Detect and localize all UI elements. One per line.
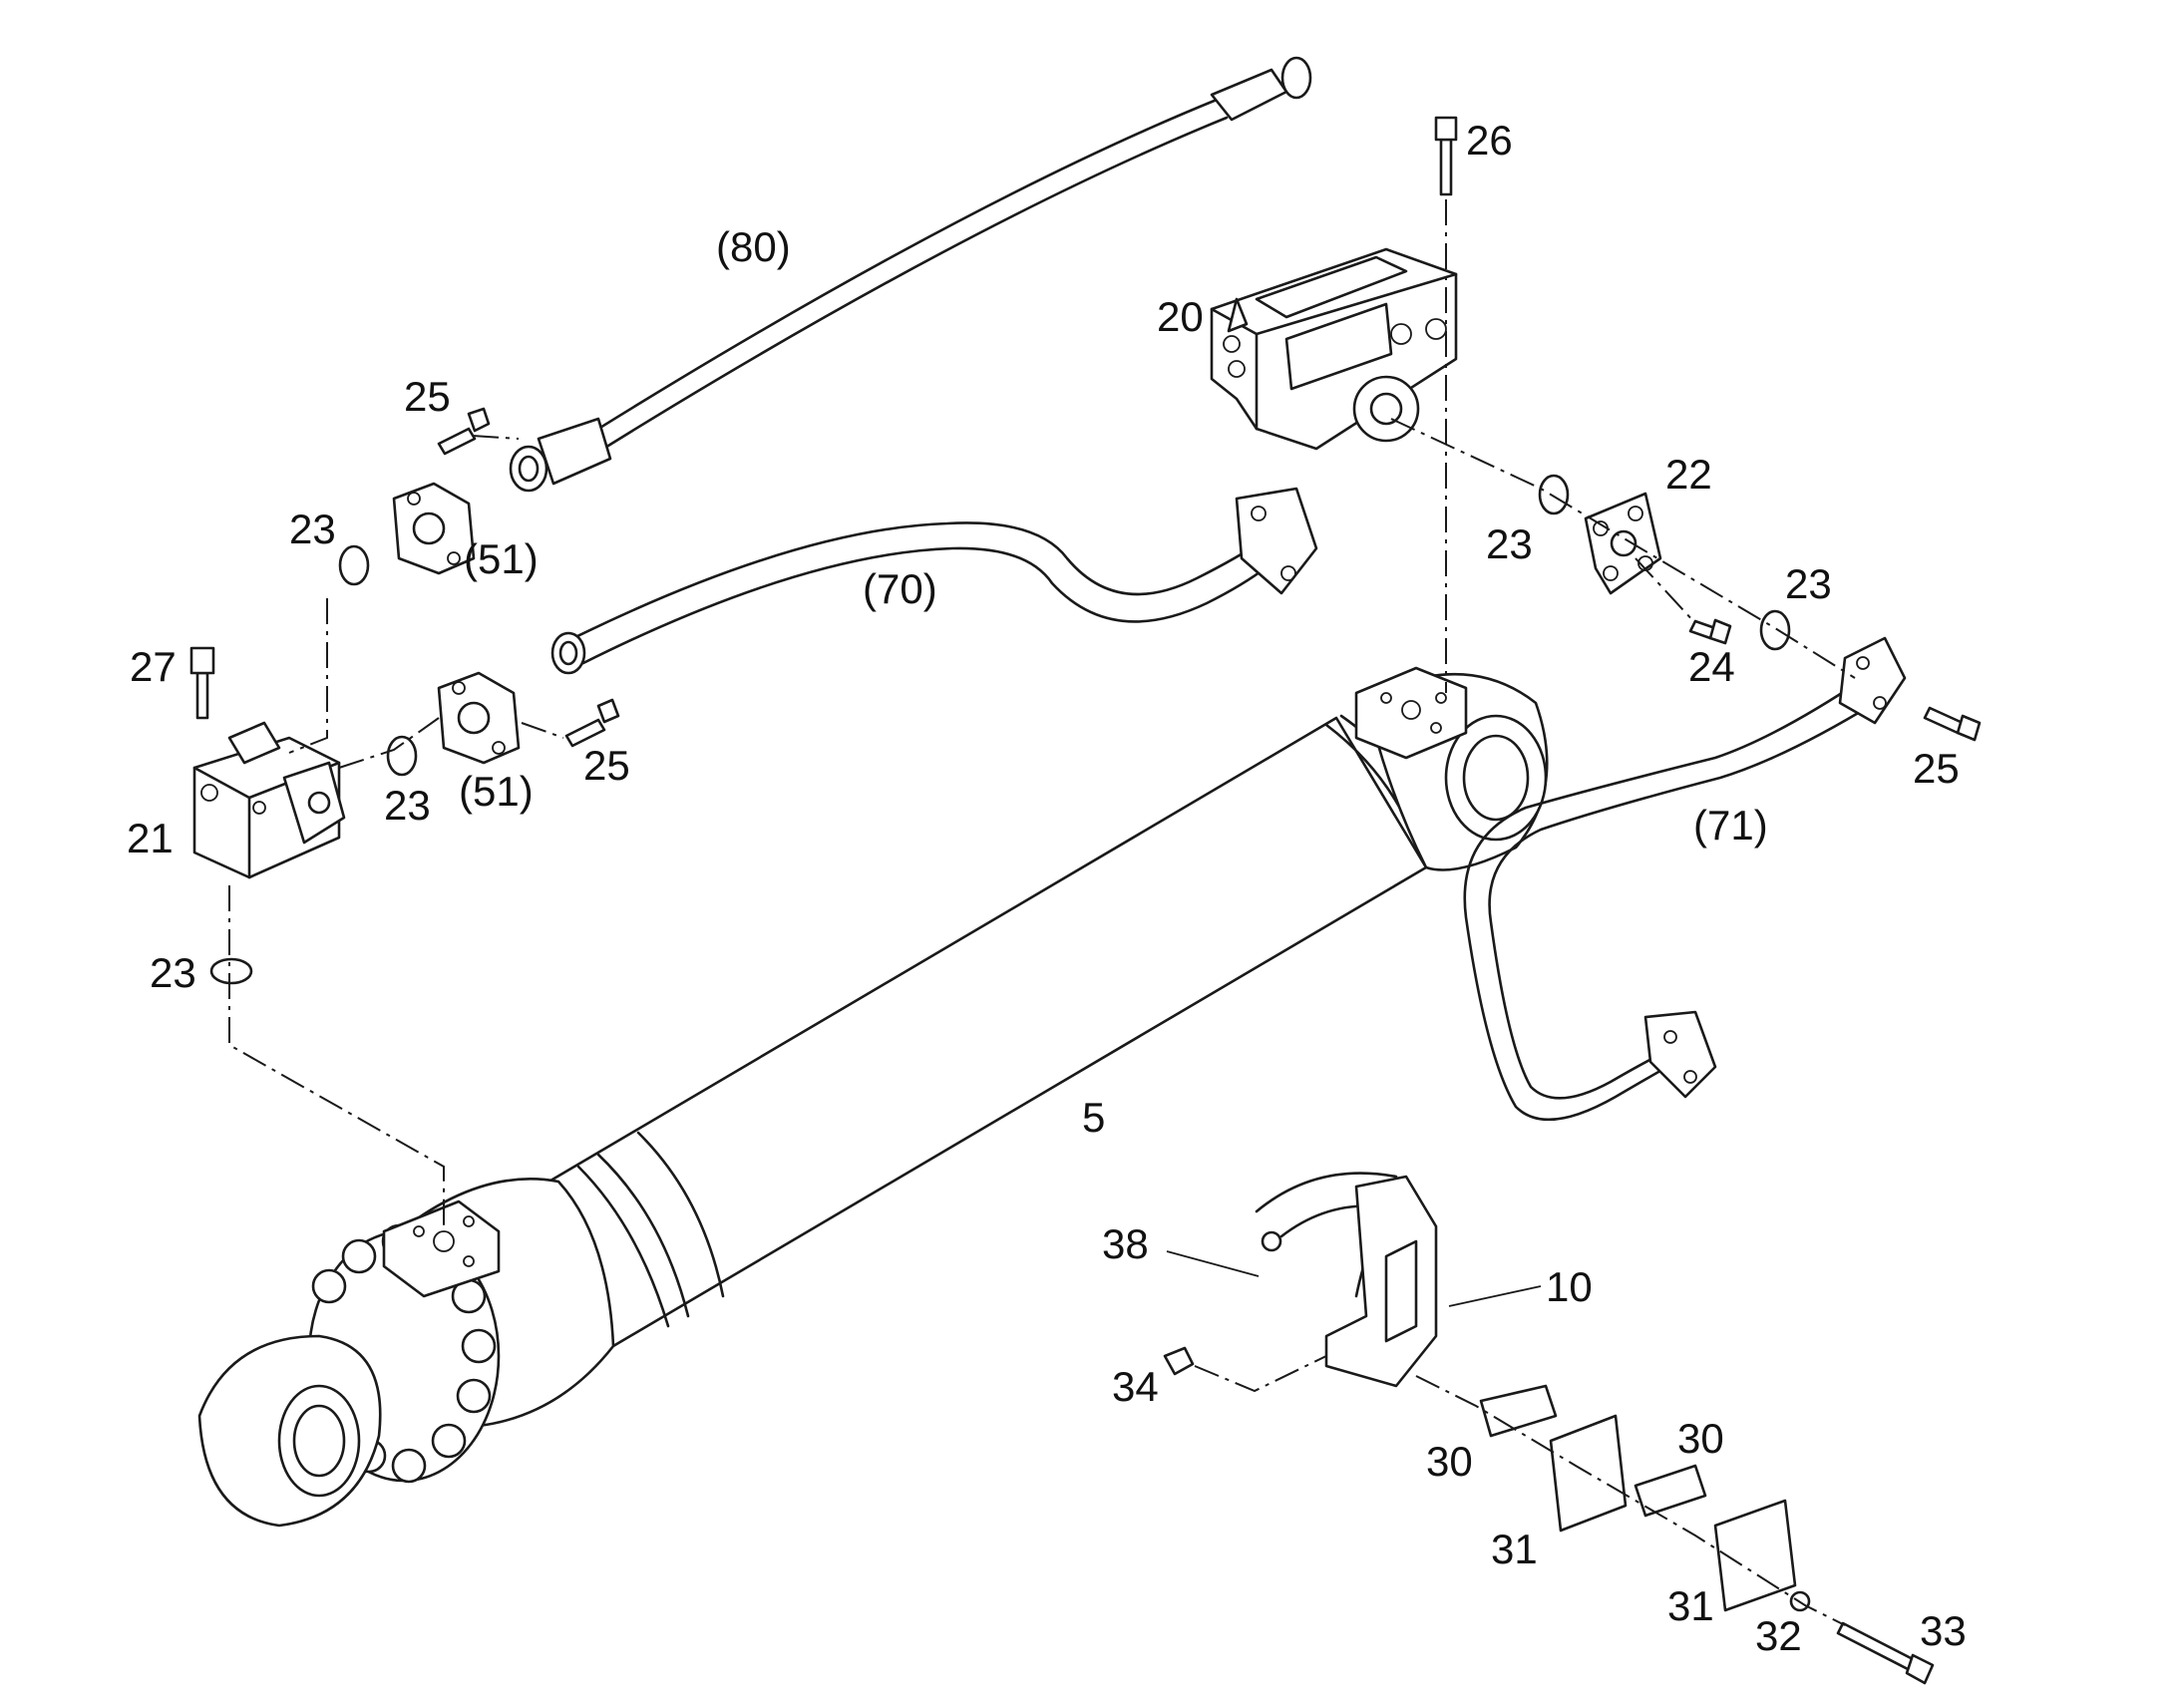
label-51-a: (51): [464, 535, 539, 582]
valve-block-20: [1210, 247, 1458, 451]
label-33: 33: [1920, 1607, 1967, 1654]
pipe-70: [550, 487, 1318, 675]
label-31-b: 31: [1667, 1582, 1714, 1629]
clamp-assembly: [1255, 1172, 1797, 1612]
assembly-lines: [228, 199, 1856, 1626]
label-23-c: 23: [150, 949, 196, 996]
flange-plate-22: [1584, 492, 1662, 595]
label-27: 27: [130, 643, 177, 690]
label-32: 32: [1755, 1612, 1802, 1659]
label-80: (80): [716, 223, 791, 270]
label-30-b: 30: [1677, 1415, 1724, 1462]
label-25-b: 25: [583, 742, 630, 789]
label-51-b: (51): [459, 768, 534, 815]
label-25-a: 25: [404, 373, 451, 420]
label-21: 21: [127, 815, 174, 861]
split-flange-51-upper: [392, 482, 476, 575]
screws: [189, 116, 1982, 1685]
hose-80: [509, 56, 1312, 493]
label-23-a: 23: [289, 506, 336, 552]
label-26: 26: [1466, 117, 1513, 164]
label-71: (71): [1693, 802, 1768, 849]
label-23-b: 23: [384, 782, 431, 829]
label-5: 5: [1082, 1094, 1105, 1141]
label-22: 22: [1665, 451, 1712, 498]
label-70: (70): [863, 565, 937, 612]
label-38: 38: [1102, 1220, 1149, 1267]
label-23-d: 23: [1486, 520, 1533, 567]
label-10: 10: [1546, 1263, 1593, 1310]
label-24: 24: [1688, 643, 1735, 690]
label-30-a: 30: [1426, 1438, 1473, 1485]
label-31-a: 31: [1491, 1526, 1538, 1572]
label-23-e: 23: [1785, 560, 1832, 607]
label-20: 20: [1157, 293, 1204, 340]
o-rings-23: [209, 474, 1791, 985]
leader-lines: [1166, 1250, 1542, 1307]
pipe-71: [1463, 636, 1907, 1122]
part-labels: 5 10 20 21 22 23 23 23 23 23 24 25 25 25…: [127, 117, 1967, 1659]
label-34: 34: [1112, 1363, 1159, 1410]
hydraulic-cylinder: [197, 666, 1549, 1528]
label-25-c: 25: [1913, 745, 1960, 792]
flange-block-21: [192, 721, 346, 879]
split-flange-51-lower: [437, 671, 521, 765]
